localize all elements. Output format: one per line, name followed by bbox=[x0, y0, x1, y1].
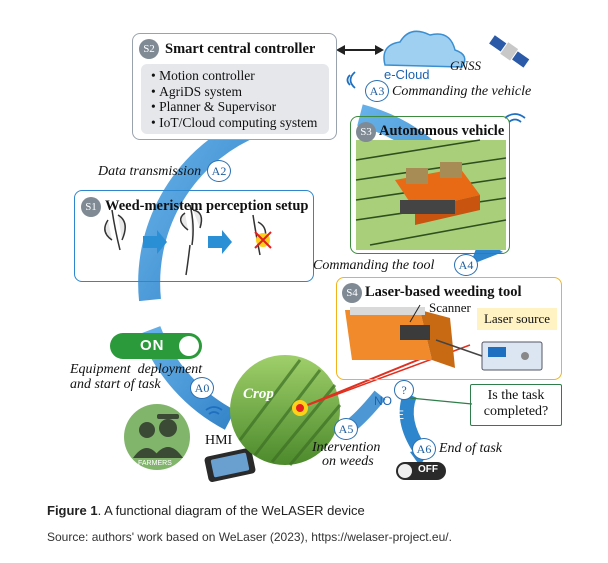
s4-title: Laser-based weeding tool bbox=[365, 284, 522, 300]
s2-item: AgriDS system bbox=[151, 84, 329, 100]
on-switch[interactable]: ON bbox=[110, 333, 202, 359]
vehicle-illustration bbox=[355, 139, 507, 250]
satellite-icon bbox=[489, 35, 530, 68]
step-badge-s3: S3 bbox=[356, 122, 376, 142]
decision-yes: YE bbox=[388, 408, 405, 422]
decision-badge: ? bbox=[394, 380, 414, 400]
cloud-link-arrowhead bbox=[375, 45, 384, 55]
hmi-label: HMI bbox=[205, 433, 233, 448]
decision-question-2: completed? bbox=[483, 404, 549, 419]
action-a5-label-1: Intervention bbox=[312, 440, 381, 455]
action-a4-badge: A4 bbox=[454, 254, 478, 276]
s2-item: IoT/Cloud computing system bbox=[151, 115, 329, 131]
perception-sequence bbox=[104, 204, 272, 276]
e-cloud-label: e-Cloud bbox=[384, 67, 430, 82]
s3-title: Autonomous vehicle bbox=[379, 123, 505, 139]
off-switch-label: OFF bbox=[418, 464, 438, 475]
action-a3-badge: A3 bbox=[365, 80, 389, 102]
action-a2-badge: A2 bbox=[207, 160, 231, 182]
s2-item: Motion controller bbox=[151, 68, 329, 84]
on-switch-label: ON bbox=[140, 337, 165, 354]
farmers-label: FARMERS bbox=[138, 460, 172, 467]
perception-setup-box: S1 Weed-meristem perception setup bbox=[74, 190, 314, 282]
decision-no: NO bbox=[374, 394, 392, 408]
figure-caption-label: Figure 1 bbox=[47, 503, 98, 518]
figure-caption-text: . A functional diagram of the WeLASER de… bbox=[97, 503, 365, 518]
task-completed-box: Is the task completed? bbox=[470, 384, 562, 426]
autonomous-vehicle-box: S3 Autonomous vehicle bbox=[350, 116, 510, 254]
action-a6-badge: A6 bbox=[412, 438, 436, 460]
action-a5-label-2: on weeds bbox=[322, 454, 374, 469]
action-a0-badge: A0 bbox=[190, 377, 214, 399]
gnss-label: GNSS bbox=[450, 58, 482, 73]
s2-list-panel: Motion controller AgriDS system Planner … bbox=[141, 64, 329, 134]
figure-source: Source: authors' work based on WeLaser (… bbox=[47, 530, 452, 544]
tool-illustration bbox=[345, 304, 543, 371]
farmers-icon bbox=[133, 414, 183, 458]
action-a4-label: Commanding the tool bbox=[313, 258, 435, 273]
laser-beam bbox=[299, 354, 431, 409]
figure-caption: Figure 1. A functional diagram of the We… bbox=[47, 503, 365, 518]
action-a6-label: End of task bbox=[439, 441, 502, 456]
smart-central-controller-box: S2 Smart central controller Motion contr… bbox=[132, 33, 337, 140]
off-switch[interactable]: OFF bbox=[396, 462, 446, 480]
action-a3-label: Commanding the vehicle bbox=[392, 84, 532, 99]
crop-label: Crop bbox=[243, 386, 274, 402]
step-badge-s4: S4 bbox=[342, 283, 362, 303]
action-a0-label-2: and start of task bbox=[70, 377, 161, 392]
action-a2-label: Data transmission bbox=[98, 164, 202, 179]
laser-source-label: Laser source bbox=[477, 308, 557, 330]
switch-knob bbox=[179, 336, 199, 356]
action-a5-badge: A5 bbox=[334, 418, 358, 440]
cloud-icon bbox=[383, 30, 466, 68]
scanner-label: Scanner bbox=[429, 300, 471, 315]
decision-question-1: Is the task bbox=[487, 388, 545, 403]
step-badge-s2: S2 bbox=[139, 39, 159, 59]
laser-weeding-tool-box: S4 Laser-based weeding tool Scanner Lase… bbox=[336, 277, 562, 380]
s2-item: Planner & Supervisor bbox=[151, 99, 329, 115]
s1-title: Weed-meristem perception setup bbox=[105, 198, 309, 214]
cloud-link-arrowhead bbox=[336, 45, 345, 55]
step-badge-s1: S1 bbox=[81, 197, 101, 217]
s2-title: Smart central controller bbox=[165, 41, 316, 57]
s1-image-panel bbox=[81, 219, 307, 275]
switch-knob bbox=[398, 464, 412, 478]
decision-connector bbox=[409, 397, 473, 405]
action-a0-label-1: Equipment deployment bbox=[70, 362, 203, 377]
